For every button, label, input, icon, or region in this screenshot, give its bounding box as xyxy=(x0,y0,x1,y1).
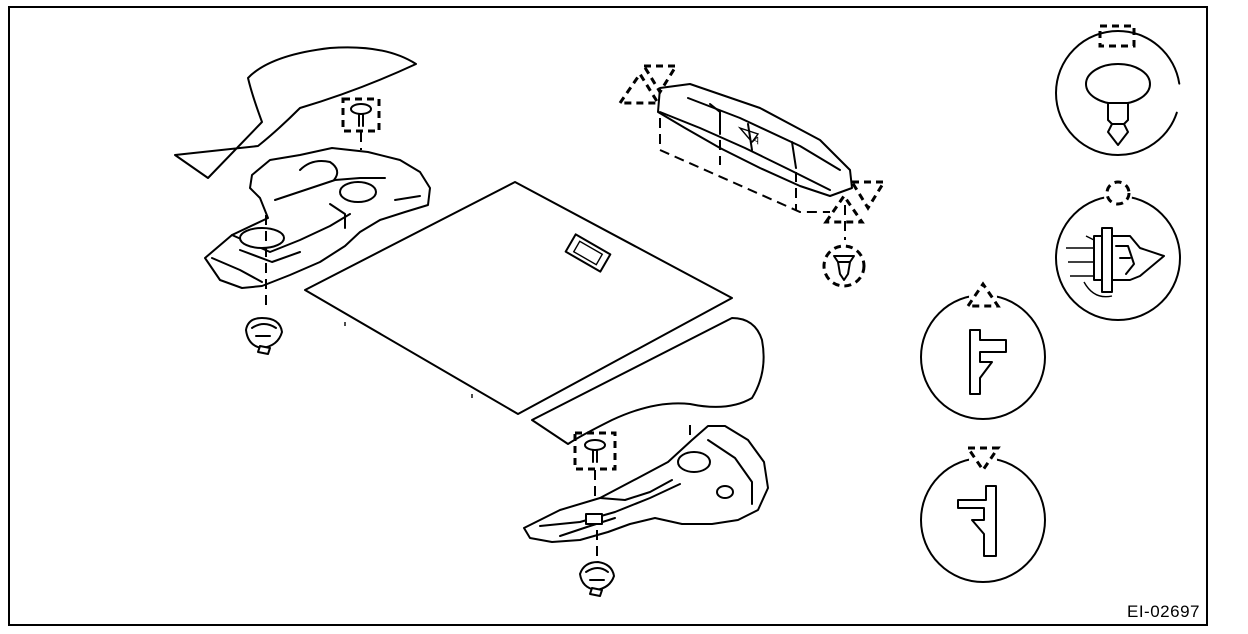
figure-code: EI-02697 xyxy=(1127,602,1200,621)
legend-hook-reverse xyxy=(920,446,1046,583)
right-sub-trunk-box xyxy=(523,425,769,560)
left-floor-mat xyxy=(174,46,417,179)
legend-push-clip xyxy=(1055,24,1181,156)
right-floor-mat xyxy=(531,317,765,445)
legend-hook xyxy=(920,281,1046,420)
trim-hook-markers xyxy=(617,64,887,224)
right-box-fastener xyxy=(579,561,615,597)
left-sub-trunk-box xyxy=(204,147,431,308)
svg-text:A: A xyxy=(751,135,762,148)
left-box-fastener xyxy=(245,317,283,355)
rear-skirt-trim: A xyxy=(657,83,853,240)
trunk-floor-board xyxy=(304,181,733,415)
legend-clip xyxy=(1055,180,1181,321)
left-push-clip xyxy=(341,97,381,150)
trim-clip xyxy=(822,244,866,288)
